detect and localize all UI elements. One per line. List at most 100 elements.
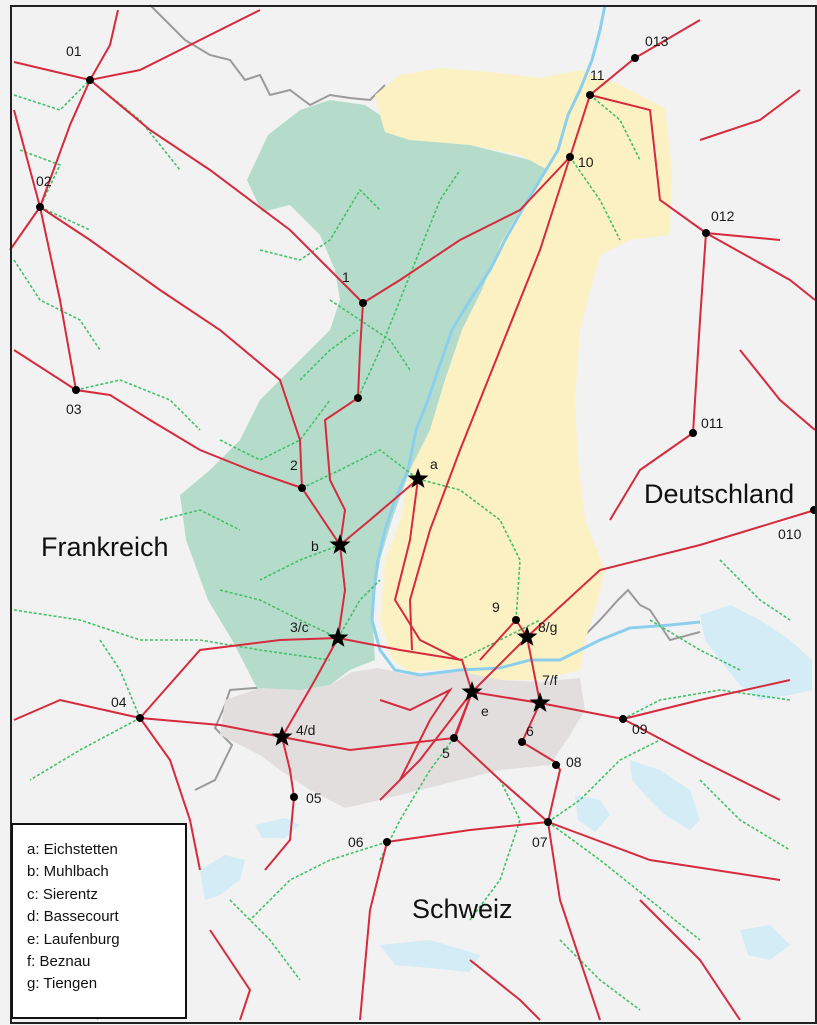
legend-item-e: e: Laufenburg: [27, 930, 120, 948]
red-line-38: [379, 687, 453, 781]
substation-dot-2: [72, 386, 80, 394]
green-line-7: [299, 329, 359, 381]
country-label-schweiz: Schweiz: [412, 894, 513, 924]
red-line-40: [699, 89, 801, 141]
substation-dot-11: [702, 229, 710, 237]
node-label-012: 012: [711, 208, 735, 224]
substation-dot-17: [518, 738, 526, 746]
node-labels: 01 02 03 04 05 06 07 08 09 010 011 012 0…: [36, 33, 802, 850]
substation-dot-1: [36, 203, 44, 211]
red-line-23: [453, 691, 549, 823]
red-line-16: [139, 717, 201, 871]
legend-item-f: f: Beznau: [27, 953, 91, 971]
interconnection-stars: [271, 468, 551, 746]
node-label-01: 01: [66, 43, 82, 59]
node-label-11: 11: [590, 67, 605, 83]
substation-dot-15: [298, 484, 306, 492]
substation-dot-18: [512, 616, 520, 624]
red-line-1: [89, 9, 119, 81]
green-line-9: [301, 449, 419, 489]
substation-dot-3: [136, 714, 144, 722]
red-line-9: [362, 156, 571, 304]
substation-dot-20: [586, 91, 594, 99]
node-label-3c: 3/c: [290, 619, 309, 635]
red-line-10: [339, 478, 419, 546]
green-line-29: [259, 544, 341, 581]
interconnection-star-4: [461, 681, 483, 701]
node-label-010: 010: [778, 526, 802, 542]
substation-dot-8: [619, 715, 627, 723]
node-label-4d: 4/d: [296, 722, 315, 738]
green-line-18: [249, 841, 388, 921]
country-labels: Frankreich Deutschland Schweiz: [41, 479, 794, 924]
green-line-16: [547, 739, 661, 823]
node-label-05: 05: [306, 790, 322, 806]
red-line-43: [639, 899, 741, 1021]
red-line-31: [622, 718, 781, 801]
node-label-013: 013: [645, 33, 669, 49]
green-line-13: [99, 639, 141, 719]
green-line-4: [259, 188, 381, 261]
red-line-17: [139, 717, 283, 738]
red-line-34: [569, 19, 701, 158]
lakes: [200, 605, 812, 972]
green-line-19: [547, 821, 701, 941]
red-line-30: [622, 679, 791, 720]
red-line-11: [393, 478, 461, 661]
legend-item-c: c: Sierentz: [27, 885, 98, 903]
substation-dot-6: [544, 818, 552, 826]
node-label-2: 2: [290, 457, 298, 473]
green-line-11: [219, 589, 339, 639]
green-line-8: [219, 399, 331, 461]
red-line-29: [547, 821, 781, 881]
country-label-deutschland: Deutschland: [644, 479, 794, 509]
green-line-17: [622, 689, 791, 720]
interconnection-star-3: [271, 726, 293, 746]
red-line-39: [379, 691, 473, 801]
green-line-31: [159, 509, 241, 531]
substation-dot-4: [290, 793, 298, 801]
interconnection-star-6: [516, 626, 538, 646]
legend-item-b: b: Muhlbach: [27, 863, 109, 881]
green-line-12: [13, 609, 331, 661]
green-line-2: [13, 259, 101, 351]
node-label-10: 10: [578, 154, 594, 170]
red-line-26: [386, 821, 549, 843]
green-line-1: [19, 149, 91, 231]
substation-dot-0: [86, 76, 94, 84]
node-label-09: 09: [632, 721, 648, 737]
red-line-33: [408, 156, 571, 651]
substation-dot-13: [359, 299, 367, 307]
green-line-25: [229, 899, 301, 981]
red-line-5: [39, 206, 341, 546]
green-line-30: [337, 579, 381, 639]
node-label-7f: 7/f: [542, 672, 558, 688]
node-label-03: 03: [66, 401, 82, 417]
red-line-28: [547, 821, 601, 1021]
green-line-6: [329, 299, 411, 371]
red-line-32: [526, 509, 816, 638]
node-label-07: 07: [532, 834, 548, 850]
node-label-08: 08: [566, 754, 582, 770]
node-label-1: 1: [342, 269, 350, 285]
substation-dot-19: [566, 153, 574, 161]
france-zone: [180, 100, 550, 712]
interconnection-star-2: [327, 627, 349, 647]
interconnection-star-1: [329, 534, 351, 554]
red-line-35: [589, 94, 781, 241]
swiss-zone: [220, 668, 585, 808]
red-line-44: [469, 959, 541, 1021]
legend: a: Eichstetten b: Muhlbach c: Sierentz d…: [11, 823, 187, 1019]
rhine-river: [370, 4, 701, 677]
red-line-37: [609, 432, 694, 521]
node-label-02: 02: [36, 173, 52, 189]
red-line-41: [705, 232, 816, 301]
node-label-e: e: [481, 703, 489, 719]
red-transmission-lines: [9, 9, 816, 1021]
red-line-14: [139, 637, 339, 719]
interconnection-star-5: [529, 692, 551, 712]
node-label-011: 011: [701, 415, 724, 431]
node-label-b: b: [311, 538, 319, 554]
green-line-14: [29, 717, 141, 781]
